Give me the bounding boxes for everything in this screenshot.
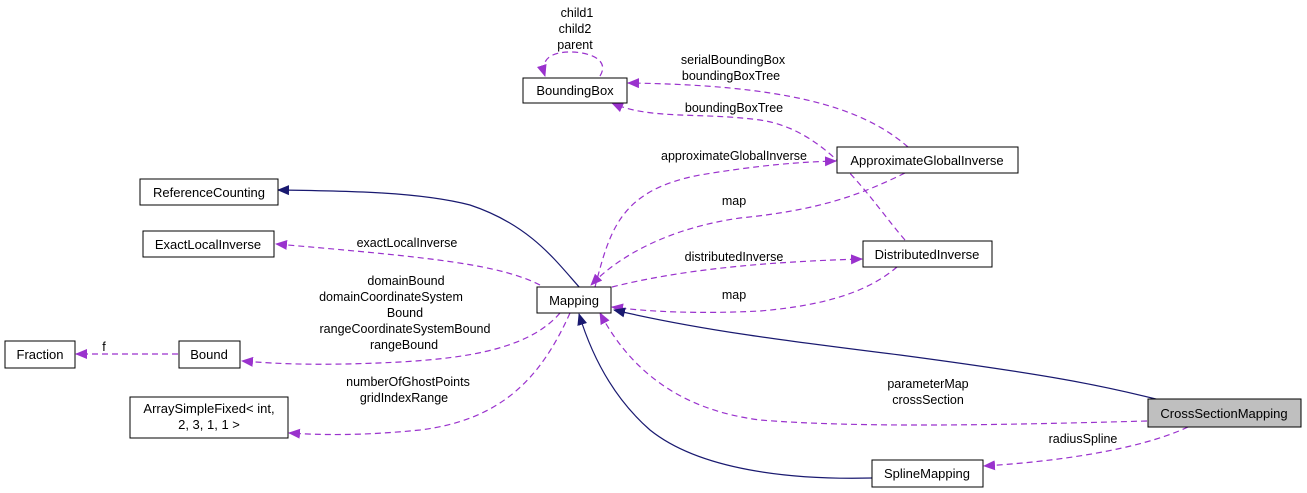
label-domain-bound: domainBound bbox=[367, 274, 444, 288]
node-reference-counting[interactable]: ReferenceCounting bbox=[139, 178, 279, 206]
svg-text:ReferenceCounting: ReferenceCounting bbox=[153, 185, 265, 200]
label-bound: Bound bbox=[387, 306, 423, 320]
label-grid-index-range: gridIndexRange bbox=[360, 391, 448, 405]
edge-agi-to-mapping bbox=[590, 172, 906, 286]
edge-mapping-to-eli bbox=[275, 239, 541, 286]
label-domain-coordinate-system: domainCoordinateSystem bbox=[319, 290, 463, 304]
array-simple-fixed-line2: 2, 3, 1, 1 > bbox=[178, 417, 240, 432]
svg-text:ExactLocalInverse: ExactLocalInverse bbox=[155, 237, 261, 252]
label-range-bound: rangeBound bbox=[370, 338, 438, 352]
edge-spline-to-mapping[interactable] bbox=[577, 313, 873, 479]
label-map-agi: map bbox=[722, 194, 746, 208]
svg-text:ApproximateGlobalInverse: ApproximateGlobalInverse bbox=[850, 153, 1003, 168]
edge-mapping-to-refcount[interactable] bbox=[277, 185, 581, 289]
edge-di-to-mapping bbox=[611, 266, 898, 314]
label-approximate-global-inverse: approximateGlobalInverse bbox=[661, 149, 807, 163]
node-mapping[interactable]: Mapping bbox=[536, 286, 612, 314]
node-bounding-box[interactable]: BoundingBox bbox=[522, 77, 628, 104]
node-exact-local-inverse[interactable]: ExactLocalInverse bbox=[142, 230, 275, 258]
label-parent: parent bbox=[557, 38, 593, 52]
svg-text:BoundingBox: BoundingBox bbox=[536, 83, 614, 98]
svg-text:Mapping: Mapping bbox=[549, 293, 599, 308]
label-child2: child2 bbox=[559, 22, 592, 36]
label-radius-spline: radiusSpline bbox=[1049, 432, 1118, 446]
label-distributed-inverse: distributedInverse bbox=[685, 250, 784, 264]
svg-text:SplineMapping: SplineMapping bbox=[884, 466, 970, 481]
edge-mapping-to-agi bbox=[594, 156, 837, 288]
node-bound[interactable]: Bound bbox=[178, 340, 241, 369]
label-bounding-box-tree-2: boundingBoxTree bbox=[685, 101, 783, 115]
label-f: f bbox=[102, 340, 106, 354]
edge-mapping-to-bound bbox=[241, 312, 561, 367]
node-cross-section-mapping[interactable]: CrossSectionMapping bbox=[1147, 398, 1302, 428]
node-approximate-global-inverse[interactable]: ApproximateGlobalInverse bbox=[836, 146, 1019, 174]
svg-text:CrossSectionMapping: CrossSectionMapping bbox=[1160, 406, 1287, 421]
label-bounding-box-tree-1: boundingBoxTree bbox=[682, 69, 780, 83]
edge-csm-to-spline bbox=[983, 426, 1189, 471]
node-fraction[interactable]: Fraction bbox=[4, 340, 76, 369]
label-serial-bounding-box: serialBoundingBox bbox=[681, 53, 786, 67]
node-array-simple-fixed[interactable]: ArraySimpleFixed< int, 2, 3, 1, 1 > bbox=[129, 396, 289, 439]
label-number-of-ghost-points: numberOfGhostPoints bbox=[346, 375, 470, 389]
edge-di-to-bbox bbox=[611, 102, 906, 241]
label-cross-section: crossSection bbox=[892, 393, 964, 407]
label-exact-local-inverse: exactLocalInverse bbox=[357, 236, 458, 250]
edge-csm-to-mapping-usage bbox=[599, 312, 1148, 426]
edge-bbox-self bbox=[536, 51, 604, 77]
edge-mapping-to-array bbox=[288, 312, 571, 439]
edge-mapping-to-di bbox=[611, 254, 863, 288]
edge-csm-to-mapping[interactable] bbox=[613, 307, 1161, 401]
label-map-di: map bbox=[722, 288, 746, 302]
node-spline-mapping[interactable]: SplineMapping bbox=[871, 459, 984, 488]
node-distributed-inverse[interactable]: DistributedInverse bbox=[862, 240, 993, 268]
svg-text:Bound: Bound bbox=[190, 347, 228, 362]
edge-agi-to-bbox bbox=[627, 78, 909, 148]
svg-text:Fraction: Fraction bbox=[17, 347, 64, 362]
array-simple-fixed-line1: ArraySimpleFixed< int, bbox=[143, 401, 274, 416]
label-range-coordinate-system-bound: rangeCoordinateSystemBound bbox=[320, 322, 491, 336]
label-parameter-map: parameterMap bbox=[887, 377, 968, 391]
svg-text:DistributedInverse: DistributedInverse bbox=[875, 247, 980, 262]
label-child1: child1 bbox=[561, 6, 594, 20]
